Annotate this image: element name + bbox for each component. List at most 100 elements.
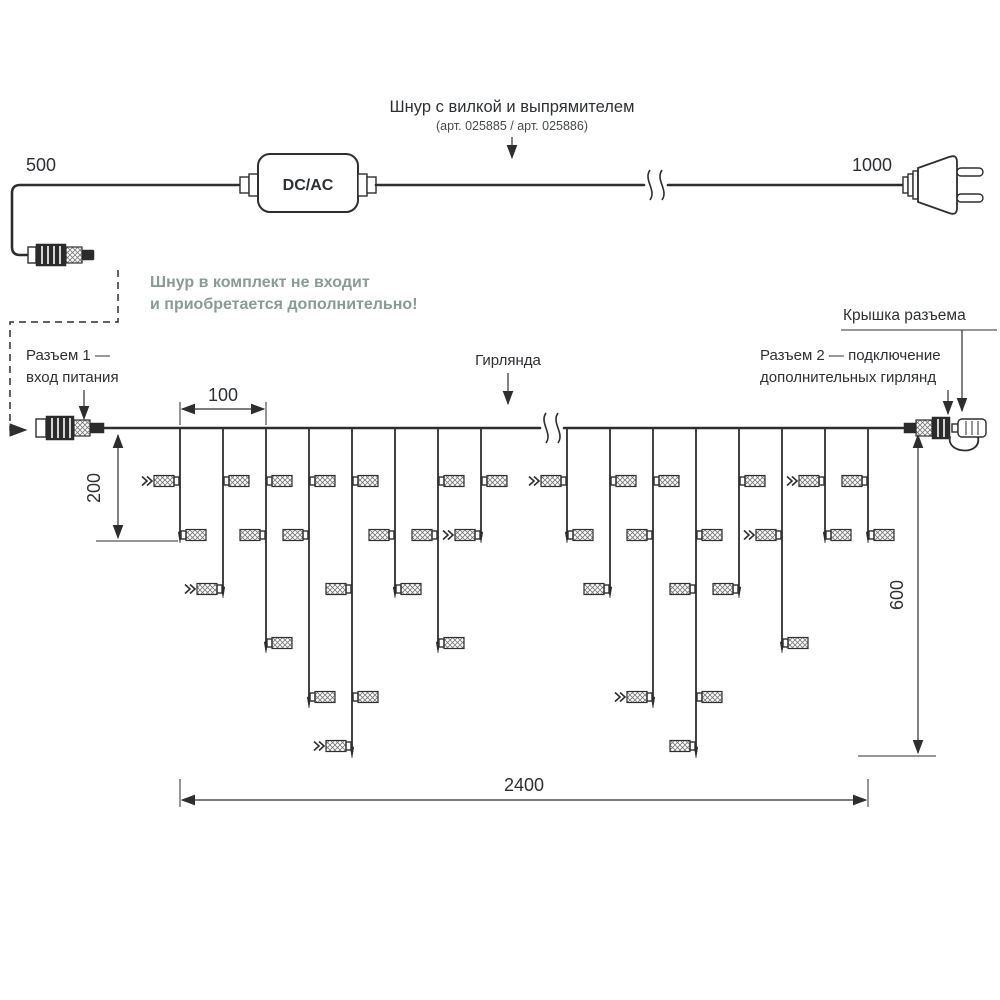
lamp bbox=[314, 474, 336, 488]
lamp-cap bbox=[474, 530, 481, 540]
garland-label: Гирлянда bbox=[475, 352, 541, 369]
lamp bbox=[443, 474, 465, 488]
lamp-cap bbox=[696, 692, 703, 702]
garland-break-mark bbox=[555, 412, 561, 444]
lamp-cap bbox=[266, 476, 273, 486]
lamp bbox=[357, 690, 379, 704]
garland-drop bbox=[442, 427, 508, 544]
lamp-direction-arrow bbox=[146, 475, 154, 487]
lamp-cap bbox=[438, 476, 445, 486]
garland-drop bbox=[841, 427, 895, 544]
dim-long-drop: 600 bbox=[858, 433, 936, 757]
dim-600-label: 600 bbox=[887, 580, 907, 610]
lamp-cap bbox=[223, 476, 230, 486]
note-line1: Шнур в комплект не входит bbox=[150, 274, 370, 291]
cord-break-mark bbox=[659, 169, 665, 201]
lamp bbox=[196, 582, 218, 596]
cord-title: Шнур с вилкой и выпрямителем bbox=[390, 98, 635, 116]
lamp-cap bbox=[646, 692, 653, 702]
dim-short-drop: 200 bbox=[84, 433, 178, 542]
lamp-direction-arrow bbox=[141, 475, 149, 487]
cord-break-mark bbox=[647, 169, 653, 201]
garland-drop bbox=[786, 427, 852, 544]
lamp-cap bbox=[775, 530, 782, 540]
garland-drop bbox=[313, 427, 379, 759]
lamp bbox=[626, 690, 648, 704]
lamp-cap bbox=[216, 584, 223, 594]
lamp-direction-arrow bbox=[318, 740, 326, 752]
lamp-cap bbox=[861, 476, 868, 486]
lamp-cap bbox=[352, 476, 359, 486]
dim-100-label: 100 bbox=[208, 385, 238, 405]
lamp bbox=[325, 739, 347, 753]
lamp-direction-arrow bbox=[447, 529, 455, 541]
lamp-cap bbox=[610, 476, 617, 486]
plug-prong-top bbox=[956, 167, 984, 177]
lamp bbox=[325, 582, 347, 596]
lamp bbox=[626, 528, 648, 542]
lamp-direction-arrow bbox=[184, 583, 192, 595]
lamp-direction-arrow bbox=[748, 529, 756, 541]
lamp bbox=[744, 474, 766, 488]
lamp bbox=[282, 528, 304, 542]
connector-cap bbox=[949, 418, 987, 452]
dim-total-length: 2400 bbox=[179, 775, 869, 807]
lamp-cap bbox=[689, 741, 696, 751]
lamp bbox=[400, 582, 422, 596]
note-line2: и приобретается дополнительно! bbox=[150, 296, 418, 313]
lamp bbox=[873, 528, 895, 542]
lamp-cap bbox=[782, 638, 789, 648]
garland-break-mark bbox=[543, 412, 549, 444]
lamp-cap bbox=[345, 584, 352, 594]
lamp bbox=[314, 690, 336, 704]
lamp-cap bbox=[395, 584, 402, 594]
lamp-cap bbox=[732, 584, 739, 594]
power-plug bbox=[902, 155, 984, 215]
garland-drop bbox=[282, 427, 336, 709]
lamp-cap bbox=[646, 530, 653, 540]
lamp bbox=[368, 528, 390, 542]
garland-drop bbox=[614, 427, 680, 709]
lamp-direction-arrow bbox=[619, 691, 627, 703]
dim-drop-spacing: 100 bbox=[179, 385, 267, 425]
lamp bbox=[830, 528, 852, 542]
dim-200-label: 200 bbox=[84, 473, 104, 503]
lamp-direction-arrow bbox=[313, 740, 321, 752]
garland-drop bbox=[239, 427, 293, 654]
cap-label: Крышка разъема bbox=[843, 307, 966, 324]
lamp bbox=[271, 474, 293, 488]
lamp-direction-arrow bbox=[614, 691, 622, 703]
lamp bbox=[583, 582, 605, 596]
lamp bbox=[411, 528, 433, 542]
lamp-cap bbox=[302, 530, 309, 540]
lamp bbox=[841, 474, 863, 488]
lamp bbox=[615, 474, 637, 488]
lamp bbox=[153, 474, 175, 488]
lamp bbox=[572, 528, 594, 542]
cord-connector bbox=[27, 243, 95, 267]
lamp bbox=[669, 582, 691, 596]
lamp-cap bbox=[266, 638, 273, 648]
cord-length-1000-label: 1000 bbox=[852, 155, 892, 175]
garland-connector2 bbox=[903, 416, 951, 440]
lamp-cap bbox=[689, 584, 696, 594]
garland-drops-layer bbox=[141, 427, 895, 759]
cap-tether bbox=[949, 436, 979, 452]
connector1-label-line1: Разъем 1 — bbox=[26, 347, 110, 364]
lamp bbox=[357, 474, 379, 488]
lamp bbox=[701, 690, 723, 704]
garland-drop bbox=[669, 427, 723, 759]
lamp-direction-arrow bbox=[189, 583, 197, 595]
lamp-cap bbox=[309, 692, 316, 702]
lamp bbox=[755, 528, 777, 542]
lamp bbox=[443, 636, 465, 650]
lamp-cap bbox=[352, 692, 359, 702]
lamp-cap bbox=[868, 530, 875, 540]
lamp-direction-arrow bbox=[533, 475, 541, 487]
garland-drop bbox=[583, 427, 637, 599]
dcac-converter: DC/AC bbox=[239, 153, 377, 213]
lamp-cap bbox=[438, 638, 445, 648]
lamp-cap bbox=[345, 741, 352, 751]
